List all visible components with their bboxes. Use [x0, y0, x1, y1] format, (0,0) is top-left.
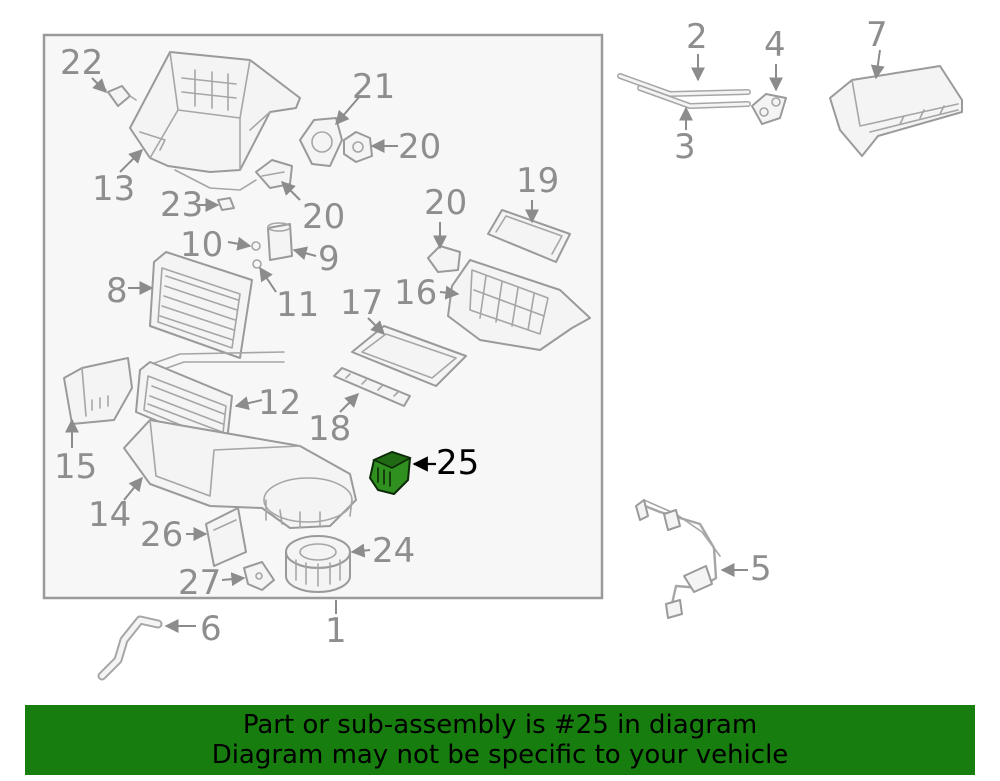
callout-20-upper: 20 [398, 127, 441, 167]
part-5-wire-harness: 5 [635, 499, 772, 619]
callout-16: 16 [394, 273, 437, 313]
part-4-seal: 4 [751, 25, 787, 125]
part-25-blower-resistor[interactable]: 25 [369, 443, 479, 495]
callout-18: 18 [308, 409, 351, 449]
part-26-control-module: 26 [140, 507, 247, 567]
part-23-wire: 23 [160, 169, 257, 225]
callout-17: 17 [340, 283, 383, 323]
part-21-motor: 21 [299, 67, 395, 167]
part-17-cabin-filter: 17 [340, 283, 467, 387]
callout-15: 15 [54, 447, 97, 487]
parts-diagram: 22 13 23 20 21 20 10 [42, 15, 963, 681]
part-15-duct: 15 [54, 357, 133, 487]
part-24-blower-motor: 24 [285, 531, 415, 593]
callout-25: 25 [436, 443, 479, 483]
callout-22: 22 [60, 43, 103, 83]
callout-6: 6 [200, 609, 222, 649]
part-14-lower-case: 14 [88, 419, 357, 535]
notice-line-1: Part or sub-assembly is #25 in diagram [242, 710, 758, 740]
part-16-blower-case: 16 [394, 259, 591, 351]
part-18-filter-strip: 18 [308, 367, 411, 449]
notice-banner: Part or sub-assembly is #25 in diagram D… [25, 705, 975, 775]
part-6-drain-hose: 6 [97, 609, 222, 681]
callout-14: 14 [88, 495, 131, 535]
part-22-sensor: 22 [60, 43, 137, 107]
callout-23: 23 [160, 185, 203, 225]
part-13-upper-case: 13 [92, 51, 301, 209]
part-2-pipe: 2 [617, 17, 751, 97]
callout-7: 7 [866, 15, 888, 55]
part-20-actuator-upper: 20 [343, 127, 441, 167]
callout-4: 4 [764, 25, 786, 65]
callout-11: 11 [276, 285, 319, 325]
part-8-heater-core: 8 [106, 251, 253, 359]
callout-2: 2 [686, 17, 708, 57]
callout-8: 8 [106, 271, 128, 311]
part-11-o-ring: 11 [252, 259, 319, 325]
part-20-actuator-middle: 20 [255, 159, 345, 237]
callout-26: 26 [140, 515, 183, 555]
part-20-actuator-lower: 20 [424, 183, 467, 273]
part-1-assembly: 1 [325, 600, 347, 651]
part-7-duct: 7 [829, 15, 963, 157]
part-27-bracket: 27 [178, 561, 275, 603]
callout-20-middle: 20 [302, 197, 345, 237]
callout-5: 5 [750, 549, 772, 589]
callout-19: 19 [516, 161, 559, 201]
callout-27: 27 [178, 563, 221, 603]
callout-20-lower: 20 [424, 183, 467, 223]
part-19-filter-cover: 19 [487, 161, 571, 263]
notice-line-2: Diagram may not be specific to your vehi… [211, 740, 789, 770]
callout-3: 3 [674, 127, 696, 167]
callout-13: 13 [92, 169, 135, 209]
callout-21: 21 [352, 67, 395, 107]
callout-9: 9 [318, 239, 340, 279]
callout-1: 1 [325, 611, 347, 651]
callout-24: 24 [372, 531, 415, 571]
part-3-pipe: 3 [637, 85, 751, 167]
callout-12: 12 [258, 383, 301, 423]
part-9-expansion-valve: 9 [267, 222, 340, 279]
